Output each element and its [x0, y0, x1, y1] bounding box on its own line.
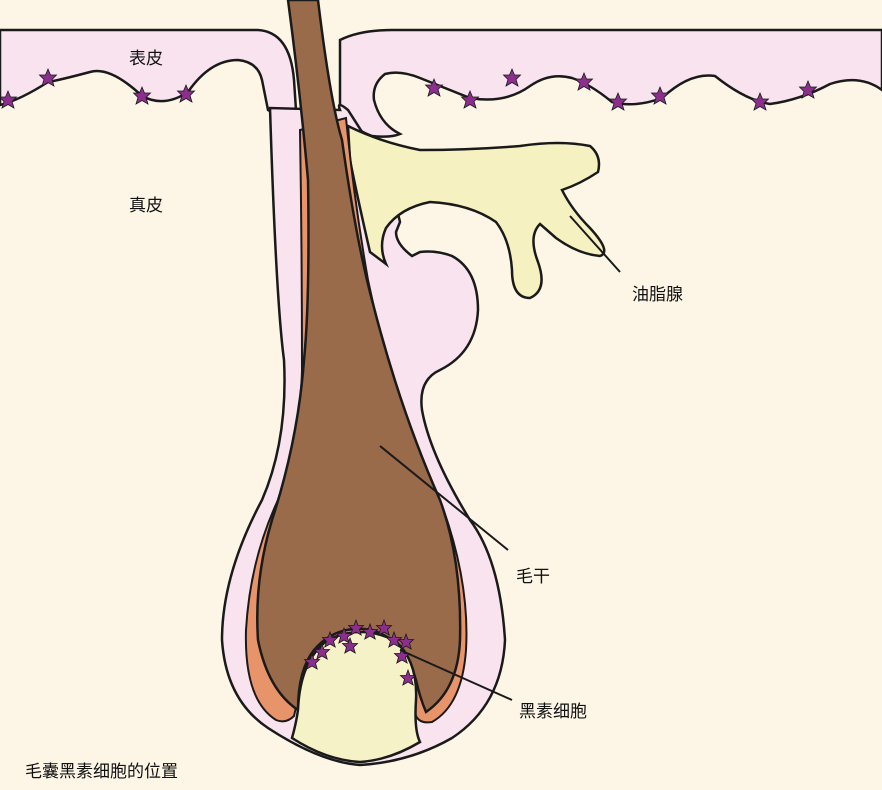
melanocyte: [321, 630, 339, 648]
melanocyte: [399, 668, 417, 686]
melanocyte: [798, 79, 818, 99]
melanocyte: [424, 77, 444, 97]
melanocyte: [750, 91, 770, 111]
melanocyte: [397, 632, 415, 650]
melanocyte: [313, 642, 331, 660]
melanocyte: [335, 626, 353, 644]
melanocyte: [361, 622, 379, 640]
hair-shaft-leader: [379, 445, 509, 551]
melanocyte: [375, 618, 393, 636]
melanocytes-label: 黑素细胞: [519, 702, 587, 722]
melanocytes-leader: [399, 649, 513, 701]
melanocyte: [341, 636, 359, 654]
sebaceous-gland-label: 油脂腺: [632, 285, 683, 305]
melanocyte: [502, 67, 522, 87]
melanocyte: [132, 85, 152, 105]
melanocyte: [574, 71, 594, 91]
sebaceous-gland-leader: [569, 215, 621, 273]
figure-caption: 毛囊黑素细胞的位置: [25, 762, 178, 782]
hair-shaft-label: 毛干: [516, 567, 550, 587]
dermis-label: 真皮: [129, 196, 163, 216]
sebaceous-gland: [346, 123, 606, 300]
melanocyte: [650, 85, 670, 105]
melanocyte: [176, 83, 196, 103]
bulb-melanocytes: [303, 618, 417, 686]
melanocyte: [460, 89, 480, 109]
epidermis-label: 表皮: [129, 49, 163, 69]
melanocyte: [347, 618, 365, 636]
melanocyte: [38, 67, 58, 87]
melanocyte: [385, 630, 403, 648]
melanocyte: [303, 652, 321, 670]
melanocyte: [608, 91, 628, 111]
epidermal-melanocytes: [0, 67, 818, 111]
melanocyte: [0, 89, 18, 109]
